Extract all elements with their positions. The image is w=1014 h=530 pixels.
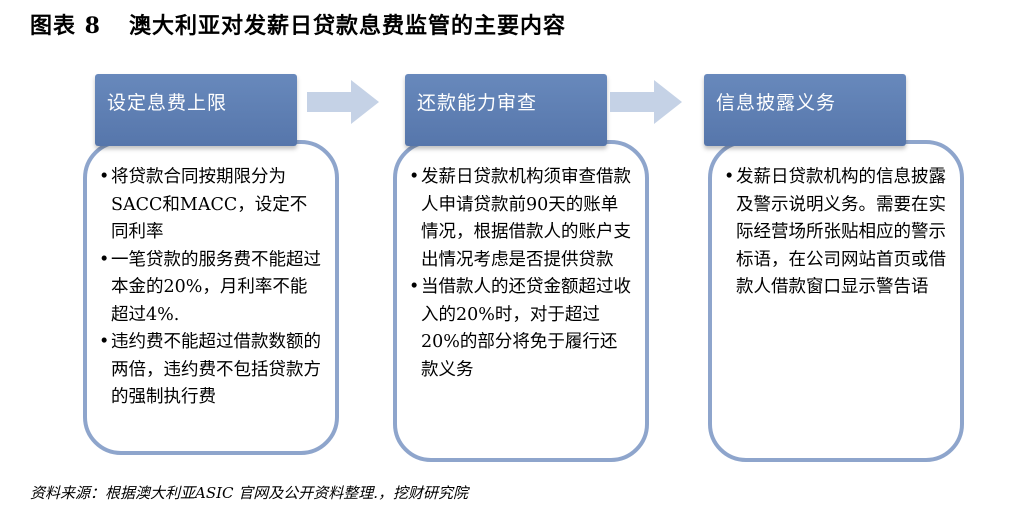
header-label: 还款能力审查: [417, 92, 538, 114]
header-label: 信息披露义务: [716, 92, 837, 114]
list-item: 发薪日贷款机构的信息披露及警示说明义务。需要在实际经营场所张贴相应的警示标语，在…: [724, 164, 948, 302]
header-disclosure: 信息披露义务: [704, 74, 906, 146]
list-item: 当借款人的还贷金额超过收入的20%时，对于超过20%的部分将免于履行还款义务: [409, 274, 633, 384]
arrow-right-icon: [307, 80, 379, 124]
list-item: 违约费不能超过借款数额的两倍，违约费不包括贷款方的强制执行费: [99, 329, 323, 412]
card-items: 发薪日贷款机构须审查借款人申请贷款前90天的账单情况，根据借款人的账户支出情况考…: [409, 164, 633, 384]
header-label: 设定息费上限: [107, 92, 228, 114]
card-items: 将贷款合同按期限分为SACC和MACC，设定不同利率 一笔贷款的服务费不能超过本…: [99, 164, 323, 412]
card-items: 发薪日贷款机构的信息披露及警示说明义务。需要在实际经营场所张贴相应的警示标语，在…: [724, 164, 948, 302]
figure-title: 图表 8 澳大利亚对发薪日贷款息费监管的主要内容: [30, 8, 566, 40]
card-disclosure: 发薪日贷款机构的信息披露及警示说明义务。需要在实际经营场所张贴相应的警示标语，在…: [708, 140, 964, 462]
figure-label: 图表 8: [30, 13, 101, 39]
header-rate-cap: 设定息费上限: [95, 74, 297, 146]
list-item: 一笔贷款的服务费不能超过本金的20%，月利率不能超过4%.: [99, 247, 323, 330]
card-rate-cap: 将贷款合同按期限分为SACC和MACC，设定不同利率 一笔贷款的服务费不能超过本…: [83, 140, 339, 455]
list-item: 发薪日贷款机构须审查借款人申请贷款前90天的账单情况，根据借款人的账户支出情况考…: [409, 164, 633, 274]
figure-title-text: 澳大利亚对发薪日贷款息费监管的主要内容: [128, 13, 566, 39]
list-item: 将贷款合同按期限分为SACC和MACC，设定不同利率: [99, 164, 323, 247]
source-note: 资料来源：根据澳大利亚ASIC 官网及公开资料整理.，挖财研究院: [30, 484, 469, 502]
card-repayment-review: 发薪日贷款机构须审查借款人申请贷款前90天的账单情况，根据借款人的账户支出情况考…: [393, 140, 649, 462]
header-repayment-review: 还款能力审查: [405, 74, 607, 146]
arrow-right-icon: [610, 80, 682, 124]
